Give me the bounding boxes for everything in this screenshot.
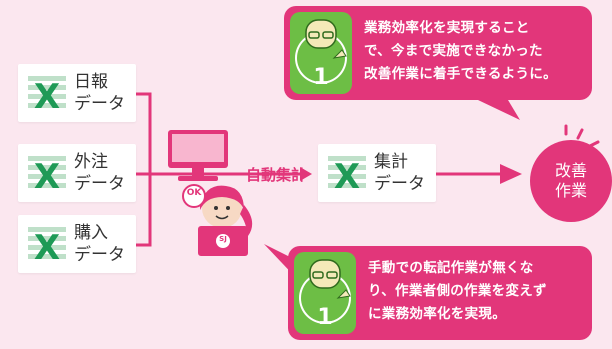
arrowhead-to-output (300, 167, 312, 181)
result-line-2: 作業 (554, 181, 587, 200)
laptop-logo-text: SJ (219, 235, 227, 243)
source-label: 日報 データ (74, 72, 125, 114)
benefit-callout-bottom: 1 手動での転記作業が無くな り、作業者側の作業を変えず に業務効率化を実現。 (288, 246, 592, 340)
svg-text:X: X (34, 77, 60, 112)
callout-line-3: に業務効率化を実現。 (368, 306, 506, 322)
source-file-outsourcing: X 外注 データ (18, 144, 136, 202)
source-label: 外注 データ (74, 152, 125, 194)
excel-file-icon: X (28, 156, 66, 192)
rank-number: 1 (313, 65, 328, 90)
callout-line-1: 業務効率化を実現すること (364, 20, 530, 36)
result-line-1: 改善 (554, 161, 587, 180)
computer-monitor-icon (168, 130, 228, 181)
staff-avatar-icon: 1 (299, 259, 351, 330)
source-label: 購入 データ (74, 223, 125, 265)
staff-avatar-icon: 1 (295, 19, 347, 90)
output-label: 集計 データ (374, 152, 425, 194)
svg-text:X: X (334, 157, 360, 192)
auto-aggregate-label: 自動集計 (246, 166, 307, 184)
output-file-aggregate: X 集計 データ (318, 144, 436, 202)
excel-file-icon: X (28, 76, 66, 112)
callout-line-2: で、今まで実施できなかった (364, 43, 543, 59)
top-bubble-tail (478, 100, 520, 120)
excel-file-icon: X (328, 156, 366, 192)
callout-line-2: り、作業者側の作業を変えず (368, 283, 547, 299)
source-file-daily-report: X 日報 データ (18, 64, 136, 122)
staff-avatar-badge: 1 (290, 12, 352, 94)
connector-source-1 (136, 92, 152, 174)
callout-line-1: 手動での転記作業が無くな (368, 260, 534, 276)
source-file-purchase: X 購入 データ (18, 215, 136, 273)
ok-badge: OK (186, 188, 202, 198)
person-with-laptop-illustration (182, 184, 253, 256)
excel-file-icon: X (28, 227, 66, 263)
callout-line-3: 改善作業に着手できるように。 (364, 66, 557, 82)
svg-text:X: X (34, 157, 60, 192)
connector-source-3 (136, 174, 152, 247)
rank-number: 1 (317, 305, 332, 330)
improvement-work-circle: 改善 作業 (530, 140, 612, 222)
svg-text:X: X (34, 228, 60, 263)
staff-avatar-badge: 1 (294, 252, 356, 334)
arrowhead-to-result (500, 164, 522, 184)
benefit-callout-top: 1 業務効率化を実現すること で、今まで実施できなかった 改善作業に着手できるよ… (284, 6, 592, 100)
